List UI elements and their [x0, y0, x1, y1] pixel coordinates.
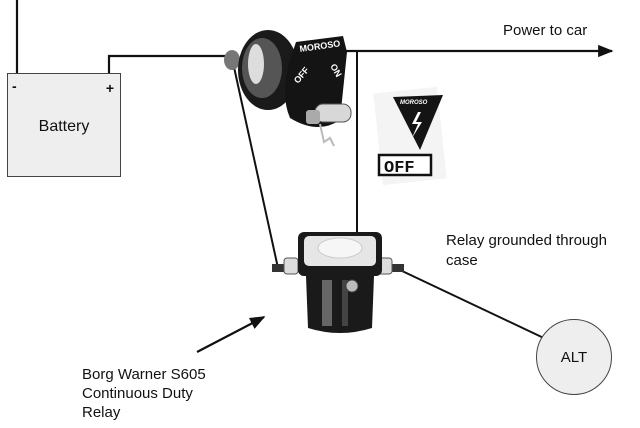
battery: - + Battery: [7, 73, 121, 177]
relay-ground-label-line2: case: [446, 252, 478, 269]
relay-to-alternator-wire: [399, 269, 549, 341]
relay-pointer-arrow: [196, 316, 266, 353]
lightning-bolt-icon: [412, 112, 422, 138]
alternator-label: ALT: [560, 348, 588, 366]
alternator: ALT: [536, 319, 612, 395]
battery-negative-terminal-label: -: [12, 78, 17, 94]
power-to-car-label: Power to car: [503, 22, 588, 39]
relay-name-label-line3: Relay: [82, 404, 121, 421]
decal-brand-text: MOROSO: [400, 100, 428, 106]
battery-positive-terminal-label: +: [105, 80, 114, 96]
battery-to-relay-wire: [231, 57, 279, 269]
battery-label: Battery: [38, 118, 90, 135]
battery-disconnect-switch: MOROSO OFF ON: [224, 30, 352, 147]
relay-ground-label-line1: Relay grounded through: [446, 232, 607, 249]
relay: [272, 232, 404, 333]
relay-name-label-line1: Borg Warner S605: [82, 366, 206, 383]
relay-name-label-line2: Continuous Duty: [82, 385, 193, 402]
battery-positive-wire: [107, 54, 232, 74]
off-decal: MOROSO OFF: [373, 86, 447, 186]
decal-off-text: OFF: [384, 159, 415, 178]
